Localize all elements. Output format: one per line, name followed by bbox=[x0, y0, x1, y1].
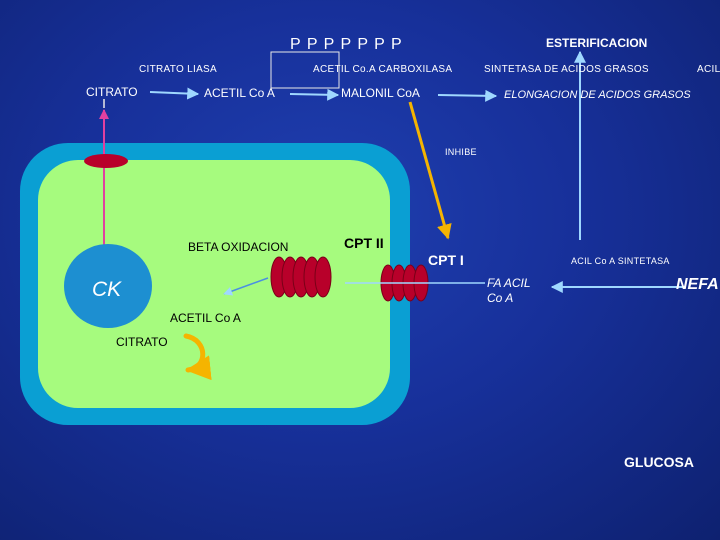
cpt-ii-label: CPT II bbox=[344, 235, 384, 251]
arrow-acetil-to-malonil bbox=[289, 88, 340, 101]
acetil-coa-carboxilasa-label: ACETIL Co.A CARBOXILASA bbox=[313, 64, 453, 75]
cpt-i-label: CPT I bbox=[428, 252, 464, 268]
fa-acil-label-line2: Co A bbox=[487, 291, 514, 305]
fa-acil-label-line1: FA ACIL bbox=[487, 276, 531, 290]
malonil-coa-label: MALONIL CoA bbox=[341, 86, 420, 100]
arrow-to-beta bbox=[223, 277, 269, 296]
citrato-liasa-label: CITRATO LIASA bbox=[139, 64, 217, 75]
acil-coa-sintetasa-label: ACIL Co A SINTETASA bbox=[571, 256, 670, 266]
cycle-arrow bbox=[183, 333, 212, 381]
nefa-label: NEFA bbox=[676, 276, 719, 293]
sintetasa-label: SINTETASA DE ACIDOS GRASOS bbox=[484, 64, 649, 75]
acetil-coa-label: ACETIL Co A bbox=[204, 86, 275, 100]
esterificacion-label: ESTERIFICACION bbox=[546, 36, 648, 50]
inhibe-label: INHIBE bbox=[445, 147, 477, 157]
acil-top-label: ACIL bbox=[697, 64, 720, 75]
cpt-ii-cluster bbox=[270, 256, 332, 298]
arrow-malonil-to-elongacion bbox=[437, 89, 498, 102]
citrato-label: CITRATO bbox=[86, 85, 138, 99]
inner-cell bbox=[38, 160, 390, 408]
arrow-inhibe bbox=[408, 101, 452, 240]
glucosa-label: GLUCOSA bbox=[624, 454, 694, 470]
arrow-citrato-to-acetil bbox=[149, 87, 200, 100]
nucleus bbox=[64, 244, 152, 328]
highlight-box bbox=[270, 51, 340, 89]
pppp-label: P P P P P P P bbox=[290, 36, 403, 53]
membrane-channel-top bbox=[84, 154, 128, 168]
beta-oxidacion-label: BETA OXIDACION bbox=[188, 240, 289, 254]
acetil-coa-inner-label: ACETIL Co A bbox=[170, 311, 241, 325]
elongacion-label: ELONGACION DE ACIDOS GRASOS bbox=[504, 89, 691, 101]
citrato-inner-label: CITRATO bbox=[116, 335, 168, 349]
ck-label: CK bbox=[92, 278, 122, 301]
